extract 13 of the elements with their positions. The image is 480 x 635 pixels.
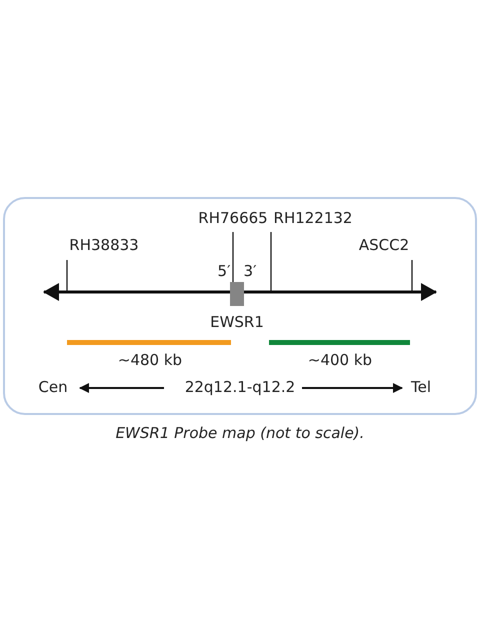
caption: EWSR1 Probe map (not to scale). xyxy=(116,424,364,442)
probe-size-label: ~480 kb xyxy=(118,351,182,369)
end-label: Tel xyxy=(411,378,431,396)
end-label: Cen xyxy=(38,378,68,396)
marker-label: RH122132 xyxy=(274,209,352,227)
probe-size-label: ~400 kb xyxy=(308,351,372,369)
end-label: 3′ xyxy=(244,262,256,280)
marker-label: RH38833 xyxy=(69,236,139,254)
gene-label: EWSR1 xyxy=(210,313,264,331)
marker-label: RH76665 xyxy=(198,209,268,227)
marker-label: ASCC2 xyxy=(358,236,410,254)
band-label: 22q12.1-q12.2 xyxy=(184,378,296,396)
end-label: 5′ xyxy=(218,262,230,280)
